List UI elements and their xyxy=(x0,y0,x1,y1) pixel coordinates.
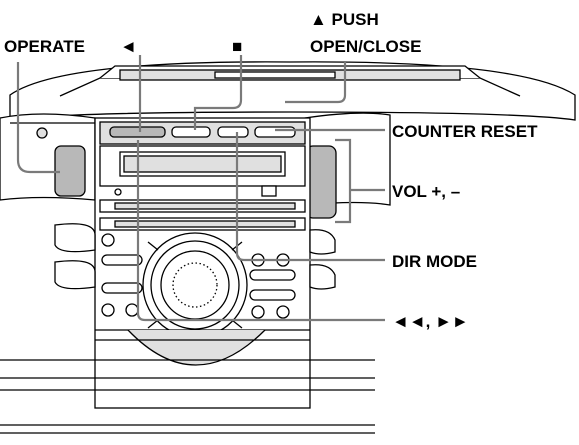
callout-push xyxy=(285,62,347,104)
stop-label: ■ xyxy=(232,37,242,56)
lower-body xyxy=(0,329,375,434)
callout-operate xyxy=(16,62,60,174)
dir-mode-button[interactable] xyxy=(217,126,249,138)
skip-label: ◄◄, ►► xyxy=(392,312,469,331)
callout-dir-mode xyxy=(235,132,385,262)
left-side-buttons xyxy=(54,223,96,290)
right-speaker xyxy=(304,112,391,219)
counter-reset-button[interactable] xyxy=(254,126,296,138)
callout-lines xyxy=(16,55,385,322)
callout-stop xyxy=(193,55,243,130)
counter-reset-label: COUNTER RESET xyxy=(392,122,538,141)
control-cluster xyxy=(101,232,296,338)
open-close-label: OPEN/CLOSE xyxy=(310,37,421,56)
callout-skip xyxy=(136,140,385,322)
play-direction-button[interactable] xyxy=(109,126,166,138)
operate-label: OPERATE xyxy=(4,37,85,56)
play-direction-label: ◄ xyxy=(120,37,137,56)
push-label: ▲ PUSH xyxy=(310,10,379,29)
cd-tray xyxy=(127,329,266,366)
rewind-button[interactable] xyxy=(125,303,139,317)
callout-vol-bracket xyxy=(335,138,352,224)
right-side-buttons xyxy=(309,229,336,290)
left-speaker xyxy=(0,113,96,201)
dir-mode-label: DIR MODE xyxy=(392,252,477,271)
stop-button[interactable] xyxy=(171,126,211,138)
top-lid xyxy=(9,61,576,121)
jog-dial[interactable] xyxy=(172,262,218,308)
vol-label: VOL +, – xyxy=(392,182,460,201)
